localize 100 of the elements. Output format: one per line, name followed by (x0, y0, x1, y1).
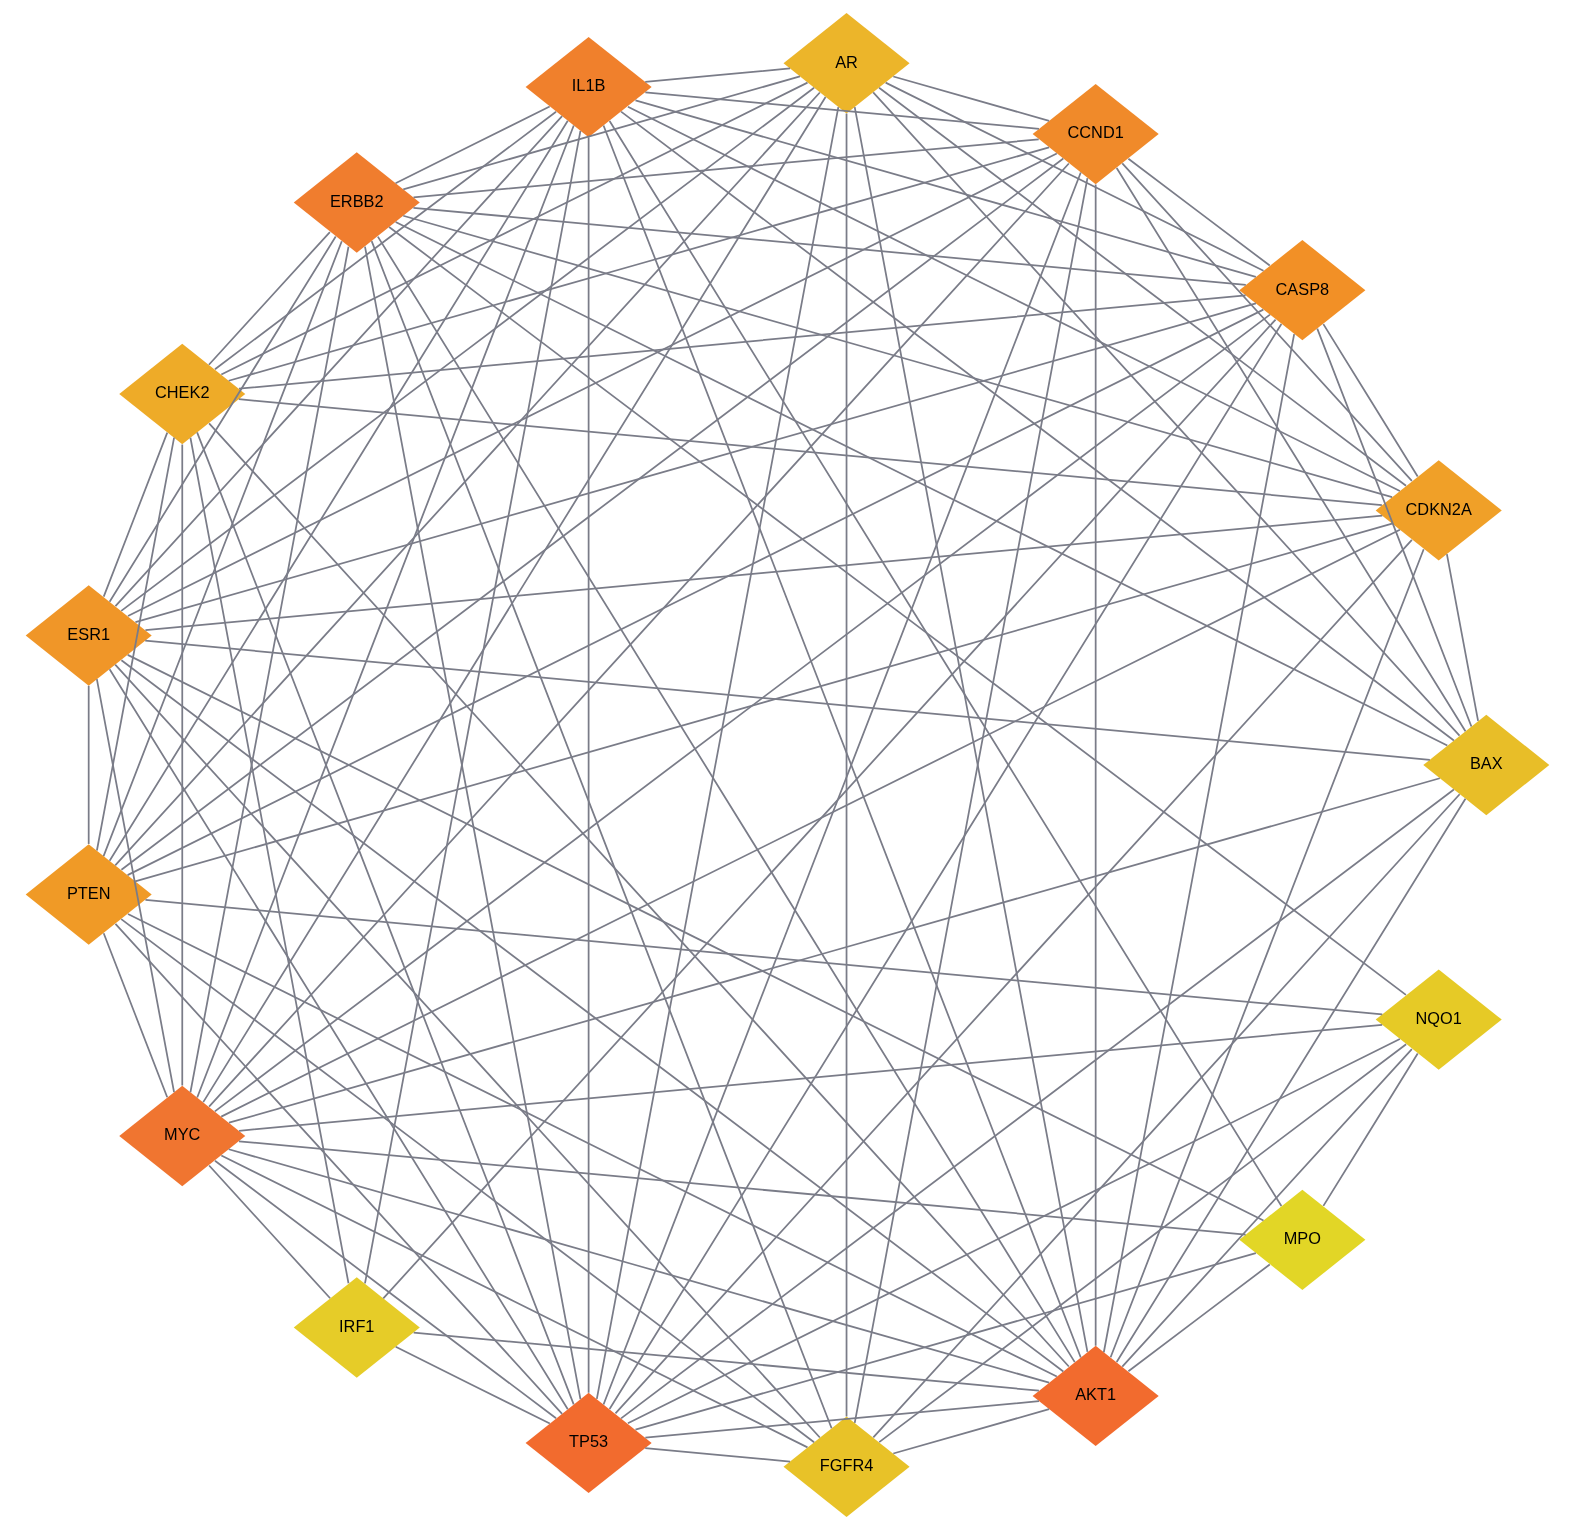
connector (127, 913, 1058, 1378)
connector (412, 206, 1247, 286)
connector (96, 436, 175, 852)
connector (1127, 157, 1271, 267)
node-diamond: CHEK2 (119, 343, 246, 445)
connector (644, 67, 791, 83)
connector (238, 1140, 1247, 1236)
connector (126, 654, 1265, 1222)
connector (394, 221, 1449, 747)
connector (102, 240, 343, 857)
connector (614, 538, 1413, 1415)
connector (120, 659, 1065, 1373)
connector (627, 1038, 1401, 1425)
connector (394, 1345, 551, 1425)
connector (878, 86, 1407, 487)
connector (634, 99, 1257, 278)
connector (1094, 183, 1097, 1347)
connector (388, 226, 1407, 996)
node-diamond: CDKN2A (1375, 460, 1502, 561)
node-diamond: ERBB2 (293, 152, 420, 253)
connector (114, 663, 821, 1439)
connector (108, 235, 337, 603)
connector (587, 136, 590, 1394)
connector (370, 240, 833, 1430)
node-diamond: TP53 (525, 1392, 652, 1494)
connector (364, 130, 582, 1285)
connector (608, 120, 1283, 1207)
connector (114, 91, 821, 867)
connector (208, 422, 1070, 1368)
connector (1446, 553, 1479, 722)
connector (1115, 797, 1467, 1363)
node-diamond: IRF1 (293, 1277, 420, 1378)
connector (144, 514, 1384, 632)
connector (1102, 333, 1296, 1354)
connector (1322, 1052, 1419, 1207)
connector (394, 105, 551, 185)
connector (402, 75, 801, 191)
connector (144, 898, 1384, 1016)
connector (189, 245, 350, 1094)
connector (120, 157, 1065, 871)
connector (134, 302, 1257, 624)
connector (884, 81, 1265, 272)
connector (845, 112, 848, 1418)
connector (202, 96, 827, 1104)
connector (1127, 1263, 1271, 1373)
connector (127, 152, 1058, 617)
connector (1316, 327, 1473, 728)
connector (238, 1023, 1383, 1132)
connector (1322, 323, 1419, 478)
connector (644, 1447, 791, 1463)
connector (227, 1148, 1050, 1384)
connector (620, 110, 1455, 742)
connector (114, 923, 563, 1415)
connector (627, 105, 1401, 492)
connector (108, 668, 569, 1411)
connector (196, 431, 575, 1406)
node-diamond: MPO (1239, 1189, 1366, 1290)
node-diamond: IL1B (525, 36, 652, 138)
connector (364, 245, 582, 1400)
connector (214, 313, 1271, 1113)
connector (208, 162, 1070, 1108)
connector (237, 398, 1383, 506)
connector (872, 91, 1461, 737)
connector (214, 1159, 557, 1420)
connector (608, 323, 1283, 1410)
connector (412, 138, 1040, 199)
connector (220, 81, 809, 376)
connector (102, 932, 169, 1099)
connector (208, 1164, 331, 1300)
node-diamond: ESR1 (25, 585, 152, 686)
connector (108, 119, 569, 862)
connector (1109, 548, 1425, 1359)
connector (189, 436, 350, 1285)
node-diamond: AR (783, 13, 910, 114)
connector (144, 639, 1431, 761)
connector (208, 231, 331, 366)
connector (644, 91, 1040, 130)
node-diamond: CASP8 (1239, 240, 1366, 341)
connector (196, 124, 575, 1099)
connector (227, 146, 1050, 382)
connector (595, 106, 840, 1400)
connector (644, 1400, 1040, 1439)
connector (1121, 162, 1413, 482)
connector (96, 678, 175, 1093)
connector (114, 115, 563, 607)
connector (120, 86, 815, 612)
connector (892, 75, 1050, 122)
connector (238, 294, 1247, 390)
node-diamond: AKT1 (1032, 1345, 1159, 1447)
connector (1115, 167, 1467, 733)
connector (220, 528, 1401, 1118)
connector (412, 1331, 1040, 1392)
connector (102, 431, 169, 598)
connector (872, 793, 1461, 1439)
connector (382, 318, 1277, 1300)
node-diamond: PTEN (25, 844, 152, 945)
node-diamond: FGFR4 (783, 1416, 910, 1517)
node-diamond: NQO1 (1375, 969, 1502, 1070)
connector (228, 777, 1441, 1124)
node-diamond: BAX (1423, 714, 1550, 816)
